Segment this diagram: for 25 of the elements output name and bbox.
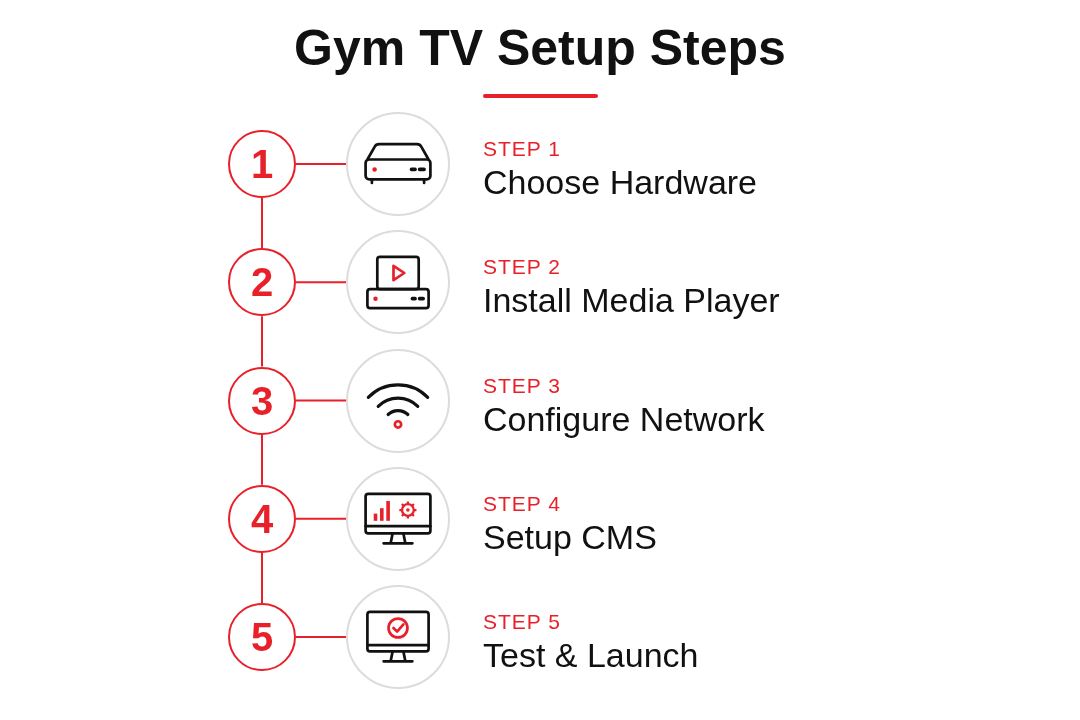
connector-line [295, 517, 347, 520]
step-title: Test & Launch [483, 635, 699, 676]
connector-line [261, 315, 263, 368]
page-title: Gym TV Setup Steps [294, 19, 786, 78]
step-label: STEP 5 [483, 610, 561, 634]
step-title: Install Media Player [483, 280, 780, 322]
connector-line [295, 163, 347, 165]
step-title: Setup CMS [483, 516, 657, 558]
step-label: STEP 1 [483, 137, 561, 161]
step-number: 3 [250, 378, 274, 423]
connector-line [261, 433, 263, 486]
connector-line [295, 399, 347, 402]
step-title: Choose Hardware [483, 162, 758, 203]
connector-line [261, 197, 263, 250]
step-number: 5 [250, 615, 274, 659]
step-number: 1 [250, 142, 274, 186]
step-number: 4 [250, 496, 274, 541]
step-number: 2 [250, 260, 274, 305]
step-label: STEP 2 [483, 255, 561, 280]
connector-line [295, 281, 347, 284]
connector-line [261, 551, 263, 604]
connector-line [295, 636, 347, 638]
step-label: STEP 3 [483, 373, 561, 398]
step-title: Configure Network [483, 398, 765, 440]
step-label: STEP 4 [483, 491, 561, 516]
